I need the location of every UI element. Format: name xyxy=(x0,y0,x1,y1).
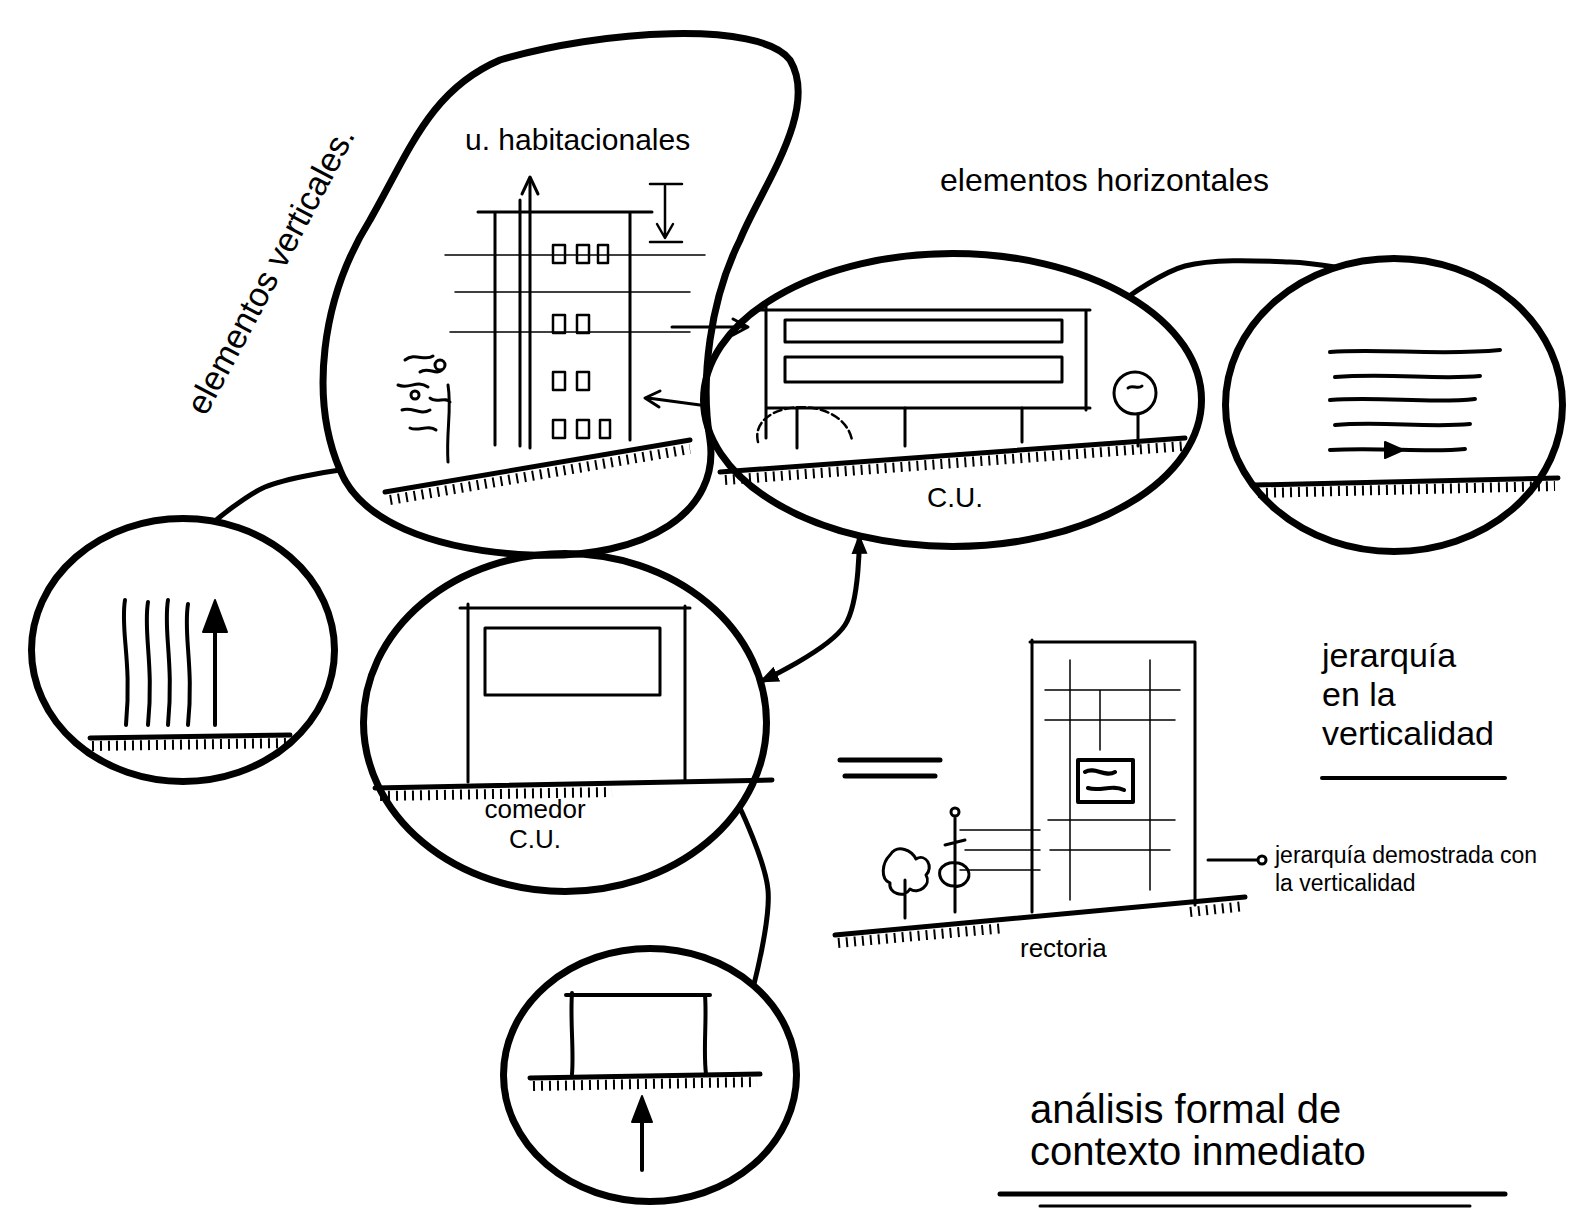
node-outline xyxy=(500,945,800,1205)
connector-line xyxy=(740,807,769,986)
circle-outline xyxy=(1226,259,1563,552)
callout-note: jerarquía demostrada con la verticalidad xyxy=(1275,842,1560,897)
building-label: C.U. xyxy=(905,482,1005,514)
ground-line xyxy=(530,1074,760,1078)
arrowhead xyxy=(632,1096,652,1122)
sketch-circle: comedor C.U. xyxy=(360,550,770,895)
node-outline xyxy=(28,515,338,785)
tower-outline xyxy=(1030,640,1195,912)
mural-scribble xyxy=(1078,760,1133,802)
ground-hatch xyxy=(1258,486,1555,493)
connector-line xyxy=(214,470,340,521)
node-outline xyxy=(360,550,770,895)
guide-lines xyxy=(445,255,705,332)
equals-sign xyxy=(840,760,940,776)
symbol-circle xyxy=(1222,255,1566,555)
sketch-circle: elementos horizontalesC.U. xyxy=(700,250,1205,550)
frame-symbol xyxy=(566,993,710,1074)
circle-outline xyxy=(32,519,335,782)
tree-trunk xyxy=(1128,386,1142,446)
arrowhead xyxy=(1385,442,1403,458)
ground-hatch xyxy=(533,1082,757,1086)
group-heading: elementos horizontales xyxy=(940,162,1400,199)
tree-scribble xyxy=(398,356,450,462)
note-heading: jerarquía en la verticalidad xyxy=(1322,636,1498,753)
ground-line xyxy=(90,735,290,738)
text-holder: u. habitacionales xyxy=(465,123,785,158)
building-windows xyxy=(553,245,610,438)
text-holder: jerarquía en la verticalidad xyxy=(1322,636,1498,753)
building-bands xyxy=(785,320,1062,382)
building-outline xyxy=(478,180,652,448)
horizontal-lines xyxy=(1330,350,1500,450)
symbol-circle xyxy=(28,515,338,785)
ground-hatch xyxy=(92,743,288,746)
text-holder: elementos horizontales xyxy=(940,162,1400,199)
node-outline xyxy=(1222,255,1566,555)
building-outline xyxy=(755,305,1090,438)
pilotis xyxy=(797,408,1022,448)
ground-line xyxy=(385,440,690,492)
connector-line xyxy=(761,536,860,682)
group-heading: elementos verticales. xyxy=(178,120,362,420)
circle-outline xyxy=(364,554,767,892)
text-holder: jerarquía demostrada con la verticalidad xyxy=(1275,842,1560,897)
text-holder: análisis formal de contexto inmediato xyxy=(1030,1088,1480,1172)
ground-line xyxy=(1255,478,1558,485)
text-holder: C.U. xyxy=(905,482,1005,514)
building-arrowhead xyxy=(522,177,538,194)
bush xyxy=(757,407,852,442)
text-holder: elementos verticales. xyxy=(178,120,362,420)
tree-scribble xyxy=(883,849,929,918)
group-blob: elementos verticales.u. habitacionales xyxy=(300,30,810,560)
title-underline xyxy=(1040,1205,1470,1208)
symbol-circle xyxy=(500,945,800,1205)
text-holder: comedor C.U. xyxy=(455,795,615,855)
ground-line xyxy=(835,897,1245,935)
ground-hatch xyxy=(390,449,690,500)
ground-hatch xyxy=(725,446,1185,480)
leader-dot xyxy=(1258,856,1266,864)
tree-crown xyxy=(1114,372,1156,414)
building-label: rectoria xyxy=(1020,934,1180,964)
ground-line xyxy=(720,438,1185,472)
node-outline xyxy=(300,30,810,560)
up-arrow xyxy=(213,620,217,725)
circle-outline xyxy=(704,254,1202,547)
building-label: comedor C.U. xyxy=(455,795,615,855)
blob-outline xyxy=(323,34,798,556)
ground-line xyxy=(375,780,772,788)
diagram-title: análisis formal de contexto inmediato xyxy=(1030,1088,1480,1172)
leader-line xyxy=(1208,859,1257,862)
text-holder: rectoria xyxy=(1020,934,1180,964)
building-band xyxy=(485,628,660,695)
circle-outline xyxy=(504,949,797,1202)
arrowhead xyxy=(203,600,227,632)
tree-dot xyxy=(411,391,419,399)
tower-grid xyxy=(1045,660,1180,900)
vertical-lines xyxy=(124,600,190,725)
person-figure xyxy=(940,808,969,912)
building-label: u. habitacionales xyxy=(465,123,785,158)
title-underline xyxy=(1000,1192,1505,1197)
dimension-arrow xyxy=(650,184,682,242)
tree-dot xyxy=(435,360,445,370)
building-outline xyxy=(460,604,690,782)
speed-lines xyxy=(960,830,1040,870)
underline xyxy=(1322,776,1505,780)
